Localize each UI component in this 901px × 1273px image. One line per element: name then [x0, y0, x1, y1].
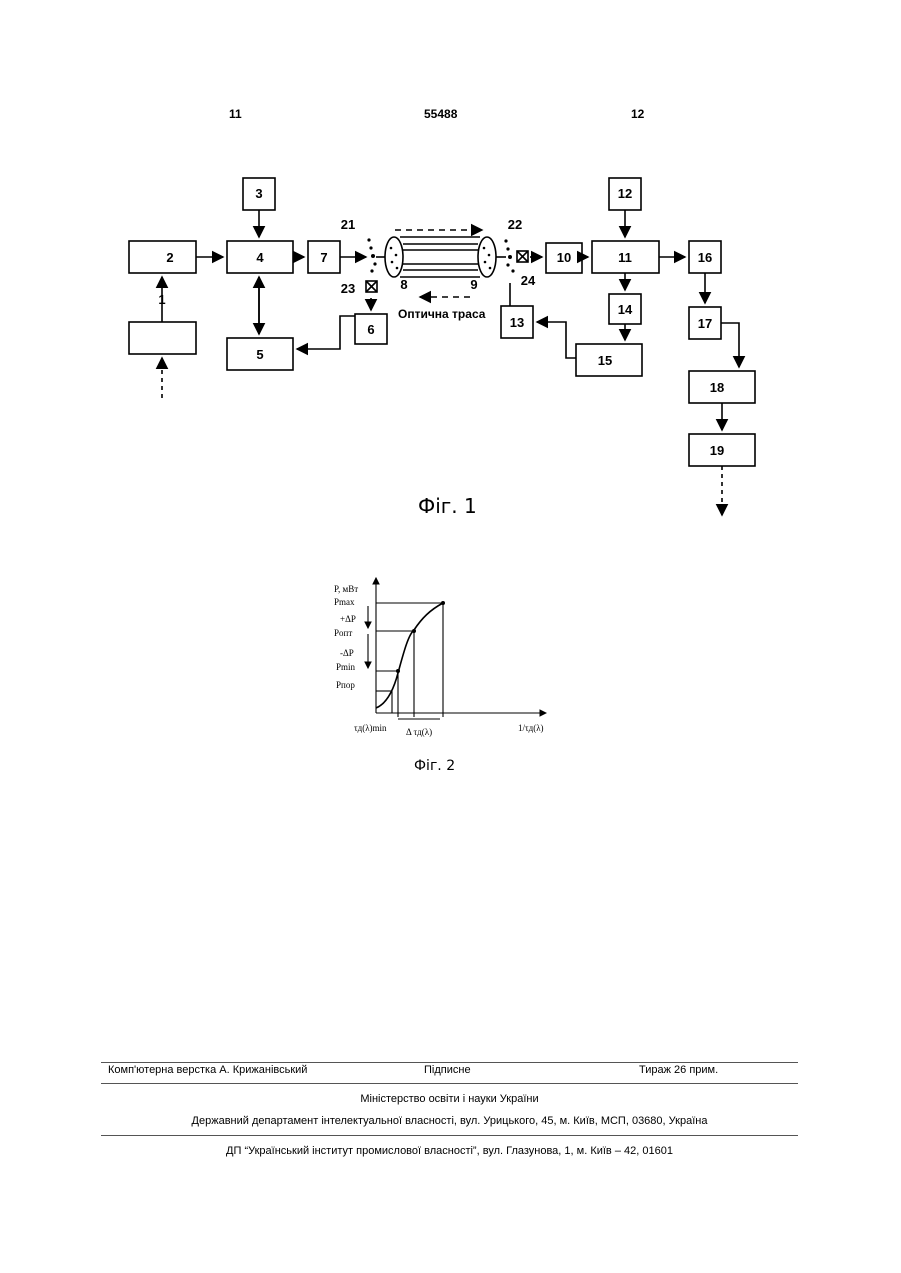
element-24-label: 24	[521, 273, 536, 288]
block-2-label: 2	[166, 250, 173, 265]
block-1	[129, 322, 196, 354]
block-13-label: 13	[510, 315, 524, 330]
element-8-label: 8	[400, 277, 407, 292]
lens-9	[478, 237, 496, 277]
block-19-label: 19	[710, 443, 724, 458]
block-15-label: 15	[598, 353, 612, 368]
block-6-label: 6	[367, 322, 374, 337]
plus-delta-p-label: +ΔP	[340, 614, 356, 624]
block-7-label: 7	[320, 250, 327, 265]
figure-2-caption: Фіг. 2	[414, 758, 455, 774]
pmax-label: Pmax	[334, 597, 355, 607]
layout-credit: Комп'ютерна верстка А. Крижанівський	[108, 1064, 307, 1076]
optical-trace-label: Оптична траса	[398, 307, 486, 321]
y-axis-label: P, мВт	[334, 584, 358, 594]
block-18-label: 18	[710, 380, 724, 395]
footer-rule-top	[101, 1062, 798, 1063]
ppor-label: Pпор	[336, 680, 355, 690]
block-1-label: 1	[158, 292, 165, 307]
institute-address: ДП “Український інститут промислової вла…	[101, 1145, 798, 1157]
block-12-label: 12	[618, 186, 632, 201]
circulation-label: Тираж 26 прим.	[639, 1064, 718, 1076]
x-tick-min-label: τд(λ)min	[354, 723, 387, 733]
figure-1-caption: Фіг. 1	[418, 494, 477, 518]
block-4-label: 4	[256, 250, 264, 265]
block-11-label: 11	[618, 250, 632, 265]
x-axis-label: 1/τд(λ)	[518, 723, 544, 733]
footer-rule-bottom	[101, 1135, 798, 1136]
block-17-label: 17	[698, 316, 712, 331]
pmin-label: Pmin	[336, 662, 356, 672]
minus-delta-p-label: -ΔP	[340, 648, 354, 658]
element-22-label: 22	[508, 217, 522, 232]
block-3-label: 3	[255, 186, 262, 201]
figure-2-graph: P, мВт Pmax +ΔP Pопт -ΔP Pmin Pпор 1/τд(…	[0, 560, 901, 760]
element-21-label: 21	[341, 217, 355, 232]
signed-label: Підписне	[424, 1064, 471, 1076]
figure-1-block-diagram: 1 2 3 4 5 6 7 10 11 12 13 14 15 16 17 18…	[0, 0, 901, 540]
footer-rule-middle	[101, 1083, 798, 1084]
block-2	[129, 241, 196, 273]
block-10-label: 10	[557, 250, 571, 265]
lens-8	[385, 237, 403, 277]
element-9-label: 9	[470, 277, 477, 292]
block-5-label: 5	[256, 347, 263, 362]
block-16-label: 16	[698, 250, 712, 265]
block-14-label: 14	[618, 302, 633, 317]
characteristic-curve	[376, 603, 443, 708]
element-23-label: 23	[341, 281, 355, 296]
x-tick-delta-label: Δ τд(λ)	[406, 727, 432, 737]
popt-label: Pопт	[334, 628, 352, 638]
department-address: Державний департамент інтелектуальної вл…	[101, 1115, 798, 1127]
ministry-label: Міністерство освіти і науки України	[101, 1093, 798, 1105]
